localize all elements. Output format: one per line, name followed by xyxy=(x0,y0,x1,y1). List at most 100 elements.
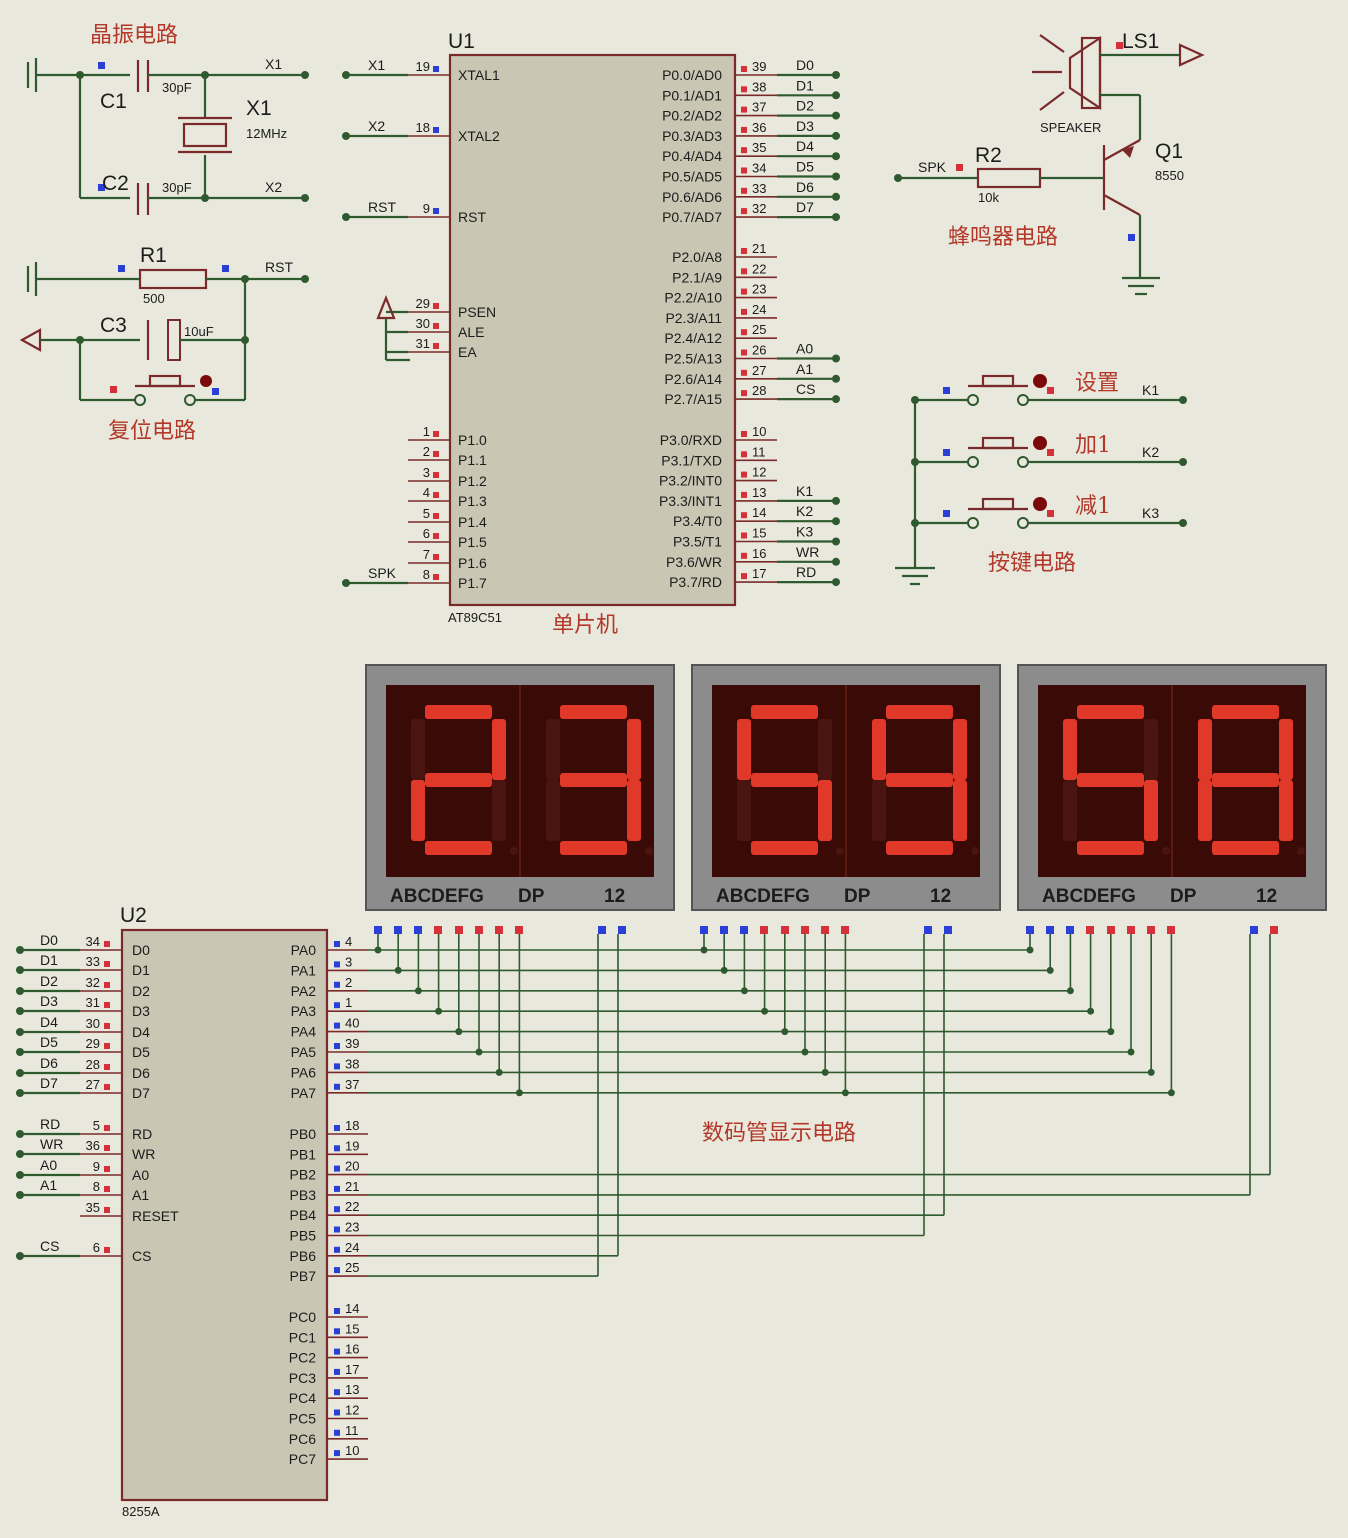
u2-pin-name: PB2 xyxy=(290,1167,317,1183)
u1-pin-name: P1.5 xyxy=(458,534,487,550)
u1-net-label: D5 xyxy=(796,159,814,175)
segment-g xyxy=(751,773,818,787)
segment-g xyxy=(425,773,492,787)
u2-pin-name: PC7 xyxy=(289,1451,316,1467)
u1-pin-name: P0.0/AD0 xyxy=(662,67,722,83)
segment-f xyxy=(411,719,425,780)
x1-value: 12MHz xyxy=(246,126,287,141)
segment-c xyxy=(1144,780,1158,841)
u1-net-label: D2 xyxy=(796,98,814,114)
u2-pin-number: 17 xyxy=(345,1362,359,1377)
u2-pin-name: PB5 xyxy=(290,1228,317,1244)
u2-pin-number: 22 xyxy=(345,1199,359,1214)
key-net-label: K3 xyxy=(1142,505,1159,521)
u2-pin-name: PC6 xyxy=(289,1431,316,1447)
u1-pin-number: 35 xyxy=(752,140,766,155)
u2-pin-name: A1 xyxy=(132,1187,149,1203)
u2-net-label: D6 xyxy=(40,1055,58,1071)
u2-right-pins: PA04PA13PA22PA31PA440PA539PA638PA737PB01… xyxy=(289,934,368,1467)
u2-pin-number: 40 xyxy=(345,1016,359,1031)
segment-c xyxy=(818,780,832,841)
buzzer-circuit-title: 蜂鸣器电路 xyxy=(948,225,1058,250)
r2-value: 10k xyxy=(978,190,999,205)
segment-b xyxy=(818,719,832,780)
x1-ref: X1 xyxy=(246,97,272,120)
u2-pin-number: 9 xyxy=(93,1159,100,1174)
buzzer-circuit: LS1 SPEAKER R2 10k Q1 8550 SPK 蜂鸣器电路 xyxy=(894,30,1205,296)
u2-pin-number: 33 xyxy=(86,954,100,969)
segment-d xyxy=(751,841,818,855)
u1-pin-name: XTAL2 xyxy=(458,128,500,144)
u1-pin-name: P0.1/AD1 xyxy=(662,87,722,103)
u2-pin-number: 34 xyxy=(86,934,100,949)
u1-net-label: D6 xyxy=(796,179,814,195)
u1-pin-name: P2.3/A11 xyxy=(665,310,722,326)
segment-letters: ABCDEFG xyxy=(716,886,810,907)
u1-net-label: D4 xyxy=(796,138,814,154)
segment-b xyxy=(1144,719,1158,780)
u1-pin-number: 12 xyxy=(752,465,766,480)
u1-ref: U1 xyxy=(448,30,475,53)
segment-a xyxy=(560,705,627,719)
u1-pin-number: 5 xyxy=(423,506,430,521)
u1-pin-number: 31 xyxy=(416,336,430,351)
key-label: 减1 xyxy=(1075,494,1111,519)
u2-body xyxy=(120,928,329,1502)
u2-pin-name: PC3 xyxy=(289,1370,316,1386)
u2-pin-number: 11 xyxy=(345,1423,359,1438)
u1-pin-name: P2.0/A8 xyxy=(672,249,722,265)
u1-pin-number: 4 xyxy=(423,485,430,500)
u1-net-label: D0 xyxy=(796,57,814,73)
u2-pin-name: D4 xyxy=(132,1024,150,1040)
u1-pin-p15: 6P1.5 xyxy=(408,526,487,550)
dp-label: DP xyxy=(1170,886,1197,907)
u1-pin-name: P0.4/AD4 xyxy=(662,148,722,164)
u2-pin-name: CS xyxy=(132,1248,151,1264)
crystal-net-x1: X1 xyxy=(265,56,282,72)
u2-pin-number: 39 xyxy=(345,1036,359,1051)
u2-pin-pc6: PC6 11 xyxy=(289,1423,368,1447)
c3-value: 10uF xyxy=(184,324,214,339)
key-net-label: K2 xyxy=(1142,444,1159,460)
key-label: 加1 xyxy=(1075,433,1111,458)
u1-pin-number: 34 xyxy=(752,161,766,176)
u1-pin-number: 13 xyxy=(752,485,766,500)
u1-pin-name: P3.3/INT1 xyxy=(659,493,722,509)
u2-pin-number: 24 xyxy=(345,1240,359,1255)
r2-ref: R2 xyxy=(975,144,1002,167)
u1-pin-number: 6 xyxy=(423,526,430,541)
u2-pin-number: 5 xyxy=(93,1118,100,1133)
u2-pin-name: PA3 xyxy=(291,1003,317,1019)
segment-letters: ABCDEFG xyxy=(1042,886,1136,907)
segment-c xyxy=(1279,780,1293,841)
u2-pin-number: 1 xyxy=(345,995,352,1010)
u1-pin-name: P3.7/RD xyxy=(669,574,722,590)
u1-pin-number: 21 xyxy=(752,241,766,256)
u2-pin-number: 8 xyxy=(93,1179,100,1194)
u2-pin-number: 18 xyxy=(345,1118,359,1133)
ls1-ref: LS1 xyxy=(1122,30,1159,53)
u2-pin-name: PC5 xyxy=(289,1411,316,1427)
u2-pin-number: 32 xyxy=(86,975,100,990)
u2-pin-number: 20 xyxy=(345,1159,359,1174)
